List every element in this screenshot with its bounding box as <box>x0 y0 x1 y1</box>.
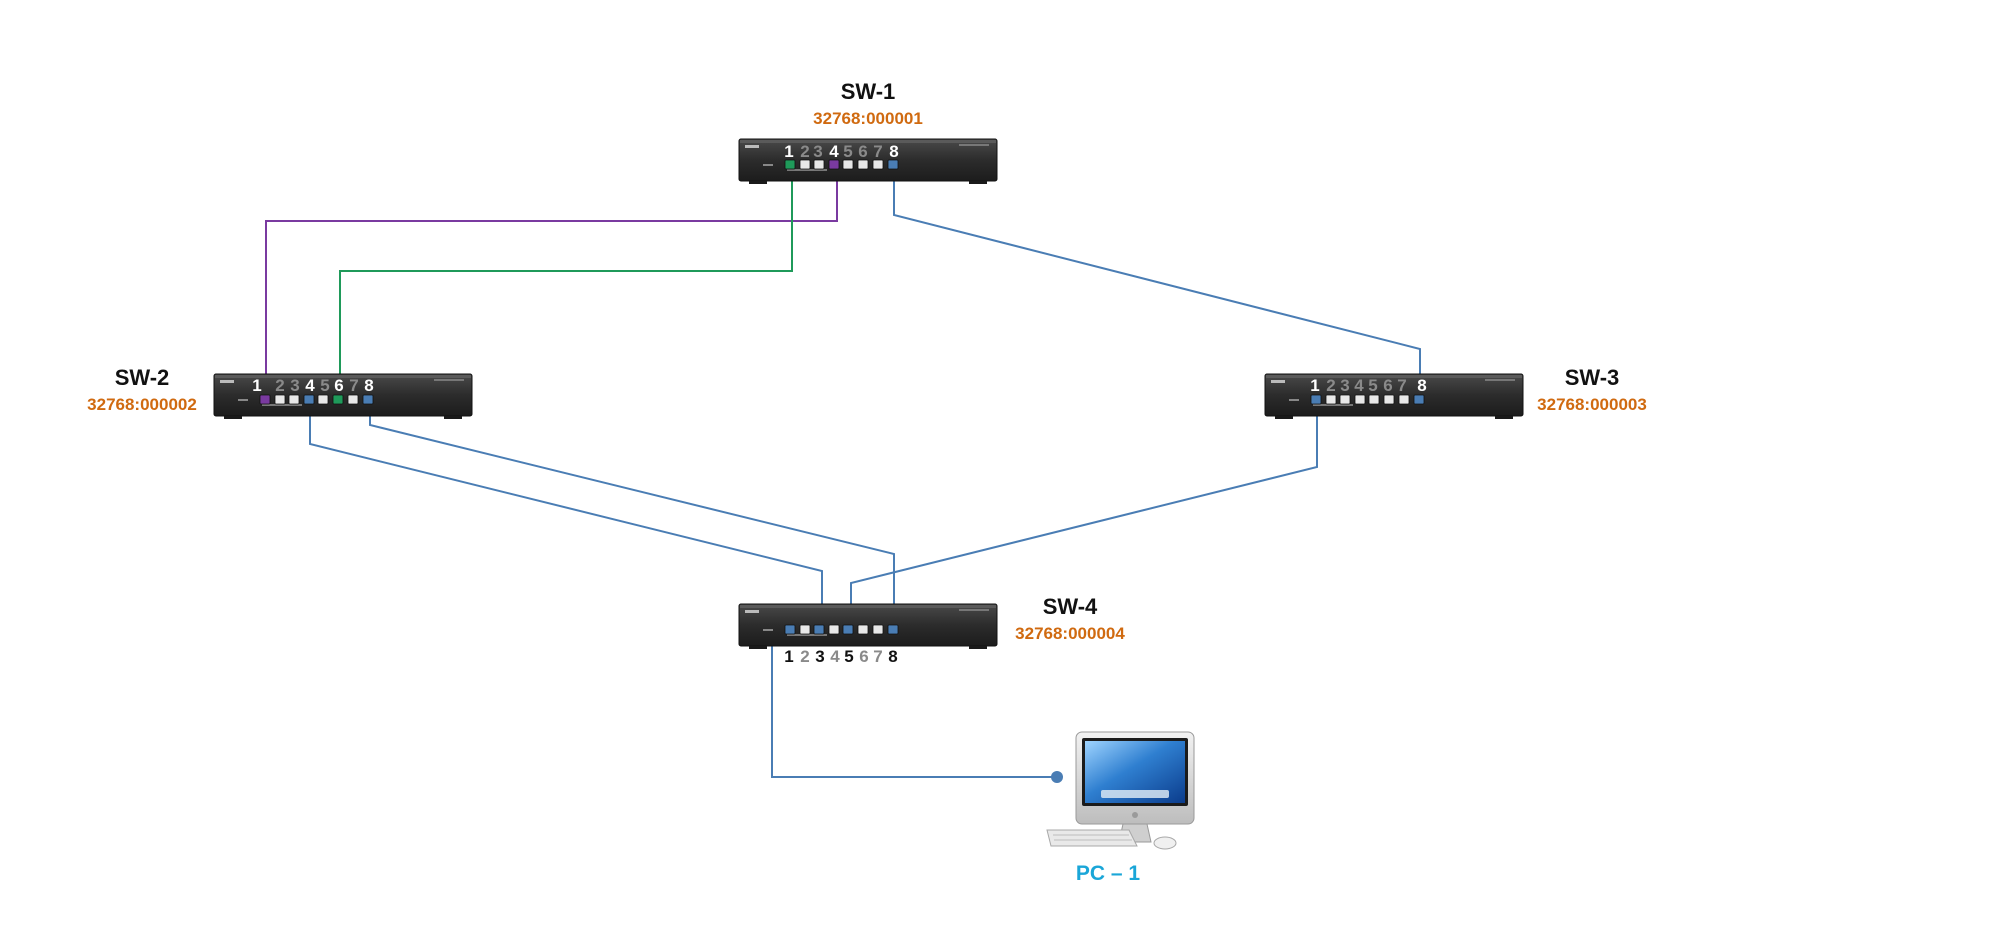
port-label: 2 <box>275 376 284 395</box>
port-label: 2 <box>1326 376 1335 395</box>
port-label: 2 <box>800 142 809 161</box>
pc-name: PC – 1 <box>1076 862 1141 885</box>
link-sw1-p8-to-sw3-p8 <box>893 164 1421 400</box>
switch-port <box>347 394 359 405</box>
link-sw4-p1-to-pc1 <box>771 630 1057 778</box>
switch-name-sw4: SW-4 <box>1043 594 1098 619</box>
port-labels-sw2: 1 2 3 4 5 6 7 8 <box>252 376 373 395</box>
switch-port <box>887 624 899 635</box>
switch-port <box>362 394 374 405</box>
switch-port <box>1398 394 1410 405</box>
network-switch-icon <box>1264 373 1524 419</box>
port-label: 5 <box>843 142 852 161</box>
link-sw1-p4-to-sw2-p1 <box>265 164 838 400</box>
network-switch-icon <box>213 373 473 419</box>
switch-sw3[interactable]: SW-3 32768:000003 1 2 3 4 5 6 7 8 <box>1264 365 1647 419</box>
switch-port <box>1339 394 1351 405</box>
port-label: 5 <box>1368 376 1377 395</box>
switch-port <box>288 394 300 405</box>
link-sw2-p8-to-sw4-p8 <box>369 400 895 630</box>
switch-port <box>1413 394 1425 405</box>
switch-port <box>872 159 884 170</box>
switch-port <box>799 159 811 170</box>
switch-port <box>332 394 344 405</box>
port-labels-sw1: 1 2 3 4 5 6 7 8 <box>784 142 898 161</box>
port-label: 6 <box>334 376 343 395</box>
port-label: 5 <box>844 647 853 666</box>
port-label: 1 <box>1310 376 1319 395</box>
switch-port <box>887 159 899 170</box>
port-label: 1 <box>784 142 793 161</box>
switch-name-sw1: SW-1 <box>841 79 896 104</box>
port-label: 3 <box>290 376 299 395</box>
port-label: 3 <box>1340 376 1349 395</box>
port-label: 3 <box>813 142 822 161</box>
port-label: 4 <box>305 376 315 395</box>
switch-port <box>303 394 315 405</box>
switch-port <box>799 624 811 635</box>
network-switch-icon <box>738 138 998 184</box>
port-label: 8 <box>1417 376 1426 395</box>
bridge-id-sw1: 32768:000001 <box>813 109 923 128</box>
switch-port <box>842 159 854 170</box>
switch-port <box>1383 394 1395 405</box>
switch-port <box>872 624 884 635</box>
switch-name-sw3: SW-3 <box>1565 365 1620 390</box>
port-label: 3 <box>815 647 824 666</box>
desktop-computer-icon <box>1046 731 1195 850</box>
port-label: 8 <box>889 142 898 161</box>
port-label: 1 <box>252 376 261 395</box>
port-label: 7 <box>349 376 358 395</box>
switch-port <box>828 159 840 170</box>
port-label: 5 <box>320 376 329 395</box>
port-label: 8 <box>364 376 373 395</box>
switch-port <box>1368 394 1380 405</box>
port-label: 2 <box>800 647 809 666</box>
switch-port <box>1354 394 1366 405</box>
port-labels-sw3: 1 2 3 4 5 6 7 8 <box>1310 376 1426 395</box>
switch-port <box>274 394 286 405</box>
switch-port <box>784 159 796 170</box>
switch-port <box>857 159 869 170</box>
switch-port <box>813 159 825 170</box>
port-label: 7 <box>1397 376 1406 395</box>
pc-1[interactable]: PC – 1 <box>1046 731 1195 885</box>
switch-port <box>842 624 854 635</box>
port-label: 8 <box>888 647 897 666</box>
switch-port <box>317 394 329 405</box>
port-labels-sw4: 1 2 3 4 5 6 7 8 <box>784 647 897 666</box>
bridge-id-sw3: 32768:000003 <box>1537 395 1647 414</box>
pc-link-endpoint <box>1051 771 1063 783</box>
bridge-id-sw4: 32768:000004 <box>1015 624 1125 643</box>
switch-port <box>857 624 869 635</box>
port-label: 6 <box>1383 376 1392 395</box>
switch-port <box>784 624 796 635</box>
bridge-id-sw2: 32768:000002 <box>87 395 197 414</box>
switch-name-sw2: SW-2 <box>115 365 170 390</box>
link-sw1-p1-to-sw2-p6 <box>339 164 793 400</box>
port-label: 4 <box>830 647 840 666</box>
port-label: 4 <box>1354 376 1364 395</box>
switch-sw4[interactable]: SW-4 32768:000004 1 2 3 4 5 6 7 8 <box>738 594 1125 666</box>
switch-port <box>828 624 840 635</box>
network-switch-icon <box>738 603 998 649</box>
port-label: 6 <box>858 142 867 161</box>
links-layer <box>265 164 1421 783</box>
port-label: 7 <box>873 142 882 161</box>
switch-port <box>1310 394 1322 405</box>
port-label: 4 <box>829 142 839 161</box>
switch-port <box>813 624 825 635</box>
switch-sw2[interactable]: SW-2 32768:000002 1 2 3 4 5 6 7 8 <box>87 365 473 419</box>
port-label: 1 <box>784 647 793 666</box>
link-sw2-p4-to-sw4-p3 <box>309 400 823 630</box>
switch-port <box>1325 394 1337 405</box>
switch-port <box>259 394 271 405</box>
port-label: 6 <box>859 647 868 666</box>
port-label: 7 <box>873 647 882 666</box>
switch-sw1[interactable]: SW-1 32768:000001 1 2 3 4 5 6 7 8 <box>738 79 998 184</box>
